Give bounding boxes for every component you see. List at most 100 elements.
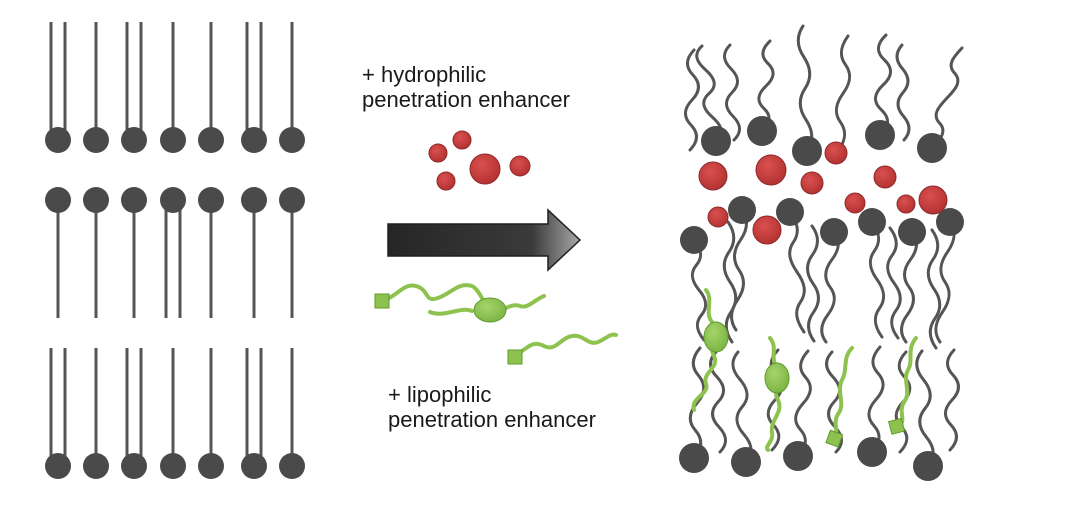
hydrophilic-label-line2: penetration enhancer [362,87,570,112]
lipid-head [680,226,708,254]
lipid-middle-leaflet [160,187,186,318]
lipid-head [160,187,186,213]
lipid-tail [868,220,886,339]
lipid-tail [722,220,738,344]
lipid-bottom-leaflet [279,348,305,479]
lipid-head [160,127,186,153]
lipid-bottom-leaflet [241,348,267,479]
lipid-bottom-leaflet [121,348,147,479]
lipophilic-tail [383,283,546,314]
lipid-head [701,126,731,156]
lipid-tail [915,349,935,468]
red-sphere-icon [707,206,729,228]
lipid-head [679,443,709,473]
lipophilic-head [825,429,844,448]
lipid-head [279,127,305,153]
lipophilic-body [703,321,729,353]
lipid-head [241,453,267,479]
lipophilic-body [473,297,507,323]
lipid-tail [944,348,960,452]
lipophilic-tail [832,346,854,442]
lipid-head [279,187,305,213]
lipid-tail [834,34,852,153]
red-sphere-icon [800,171,824,195]
lipid-middle-leaflet [198,187,224,318]
lipid-head [121,127,147,153]
lipid-tail [723,43,741,142]
lipid-head [820,218,848,246]
lipid-tail [820,230,840,344]
lipophilic-head [374,293,390,309]
red-sphere-icon [844,192,866,214]
lipid-head [728,196,756,224]
lipid-top-leaflet [198,22,224,153]
lipid-tail [900,230,918,344]
lipid-middle-leaflet [121,187,147,318]
lipid-head [241,127,267,153]
lipid-tail [788,210,806,334]
lipid-head [913,451,943,481]
lipid-head [857,437,887,467]
intact-lipid-bilayer [45,22,305,479]
red-sphere-icon [436,171,456,191]
lipid-tail [926,228,942,350]
lipid-tail [874,33,892,137]
lipid-middle-leaflet [279,187,305,318]
lipid-tail [730,208,748,332]
green-chain-molecule-icon [507,332,618,365]
right-arrow-icon [387,208,582,272]
lipid-head [898,218,926,246]
red-sphere-icon [452,130,472,150]
lipid-tail [731,350,753,464]
lipid-head [198,453,224,479]
lipid-head [747,116,777,146]
lipid-tail [806,224,820,343]
lipid-head [121,187,147,213]
lipid-head [83,127,109,153]
lipid-head [121,453,147,479]
lipophilic-head [888,417,906,435]
lipid-top-leaflet [160,22,186,153]
lipophilic-label-line1: + lipophilic [388,382,492,407]
lipid-middle-leaflet [83,187,109,318]
lipid-top-leaflet [279,22,305,153]
lipophilic-enhancer-label: + lipophilic penetration enhancer [388,382,596,432]
red-sphere-icon [469,153,501,185]
lipid-top-leaflet [45,22,71,153]
lipid-head [783,441,813,471]
lipid-head [865,120,895,150]
penetration-enhancers [374,130,618,365]
lipid-middle-leaflet [45,187,71,318]
disrupted-lipid-bilayer [679,24,964,481]
lipid-bottom-leaflet [198,348,224,479]
lipid-top-leaflet [83,22,109,153]
lipid-tail [886,226,902,340]
lipid-head [45,187,71,213]
lipid-head [45,453,71,479]
lipid-tail [695,44,723,143]
red-sphere-icon [824,141,848,165]
hydrophilic-label-line1: + hydrophilic [362,62,487,87]
lipid-bottom-leaflet [160,348,186,479]
lipid-head [279,453,305,479]
lipid-head [936,208,964,236]
red-sphere-icon [428,143,448,163]
red-sphere-icon [896,194,916,214]
lipid-tail [757,39,775,133]
lipid-tail [930,46,964,150]
lipid-head [731,447,761,477]
lipid-tail [690,238,708,342]
red-sphere-icon [509,155,531,177]
lipid-head [83,187,109,213]
lipid-middle-leaflet [241,187,267,318]
lipid-bottom-leaflet [83,348,109,479]
red-sphere-icon [873,165,897,189]
lipid-tail [867,345,885,454]
lipid-head [858,208,886,236]
lipid-head [160,453,186,479]
lipid-head [917,133,947,163]
lipophilic-label-line2: penetration enhancer [388,407,596,432]
lipid-head [83,453,109,479]
